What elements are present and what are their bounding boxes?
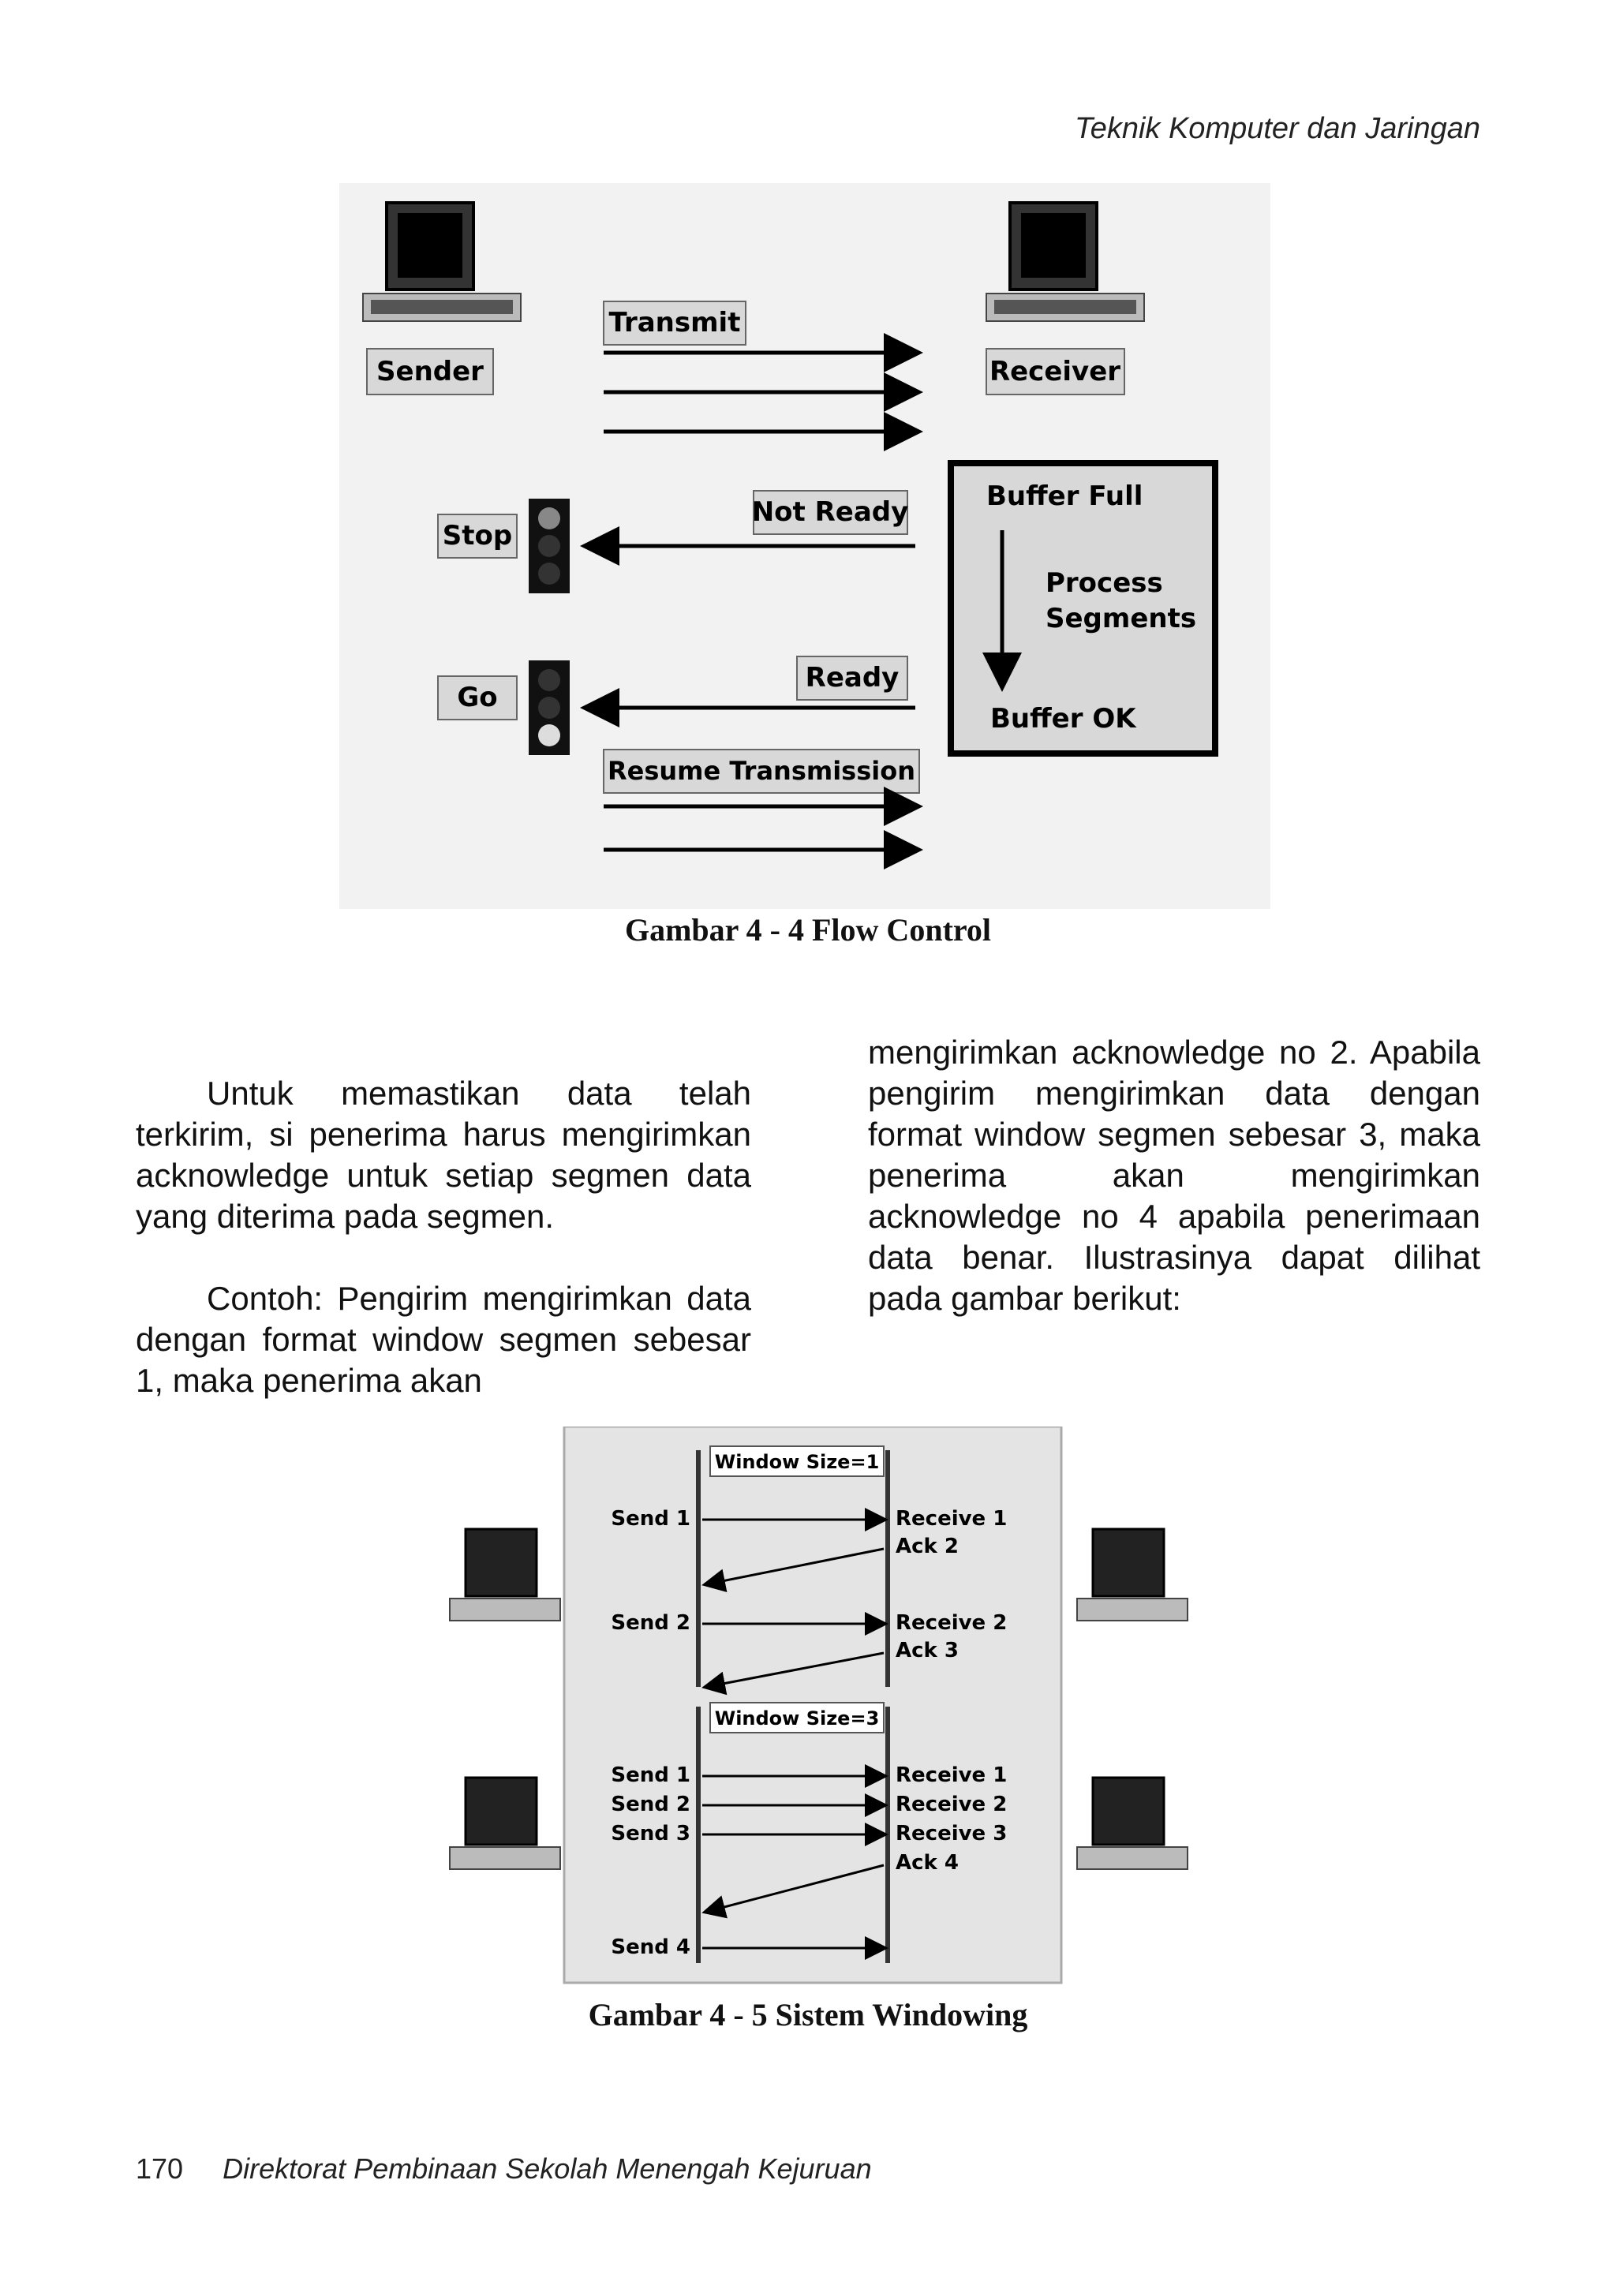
- w3-receive-3: Receive 3: [896, 1822, 1007, 1845]
- flow-control-figure: Sender Receiver Transmit Buffer Full Pro…: [339, 183, 1270, 909]
- w1-send-2: Send 2: [611, 1611, 690, 1635]
- right-column: mengirimkan acknowledge no 2. Apabila pe…: [868, 1032, 1480, 1319]
- not-ready-label: Not Ready: [752, 496, 909, 528]
- running-header: Teknik Komputer dan Jaringan: [1075, 112, 1480, 146]
- paragraph-3: mengirimkan acknowledge no 2. Apabila pe…: [868, 1032, 1480, 1319]
- receiver-computer-icon: [1077, 1529, 1188, 1869]
- w1-receive-1: Receive 1: [896, 1507, 1007, 1531]
- publisher-name: Direktorat Pembinaan Sekolah Menengah Ke…: [223, 2152, 872, 2185]
- w3-receive-2: Receive 2: [896, 1793, 1007, 1816]
- transmit-label: Transmit: [609, 307, 741, 338]
- paragraph-1: Untuk memastikan data telah terkirim, si…: [136, 1073, 751, 1237]
- w1-send-1: Send 1: [611, 1507, 690, 1531]
- figure2-caption: Gambar 4 - 5 Sistem Windowing: [0, 1996, 1616, 2033]
- stop-label: Stop: [443, 520, 512, 552]
- window1-title: Window Size=1: [715, 1451, 880, 1473]
- paragraph-2: Contoh: Pengirim mengirimkan data dengan…: [136, 1278, 751, 1401]
- receiver-label: Receiver: [989, 356, 1120, 387]
- figure1-caption: Gambar 4 - 4 Flow Control: [0, 911, 1616, 948]
- w3-receive-1: Receive 1: [896, 1763, 1007, 1787]
- w1-receive-2: Receive 2: [896, 1611, 1007, 1635]
- w1-ack-2: Ack 2: [896, 1535, 959, 1558]
- process-label-1: Process: [1046, 567, 1163, 599]
- receiver-computer-icon: [986, 203, 1144, 321]
- buffer-full-label: Buffer Full: [986, 481, 1143, 512]
- window3-title: Window Size=3: [715, 1707, 880, 1729]
- w3-send-4: Send 4: [611, 1935, 690, 1959]
- w3-send-1: Send 1: [611, 1763, 690, 1787]
- process-label-2: Segments: [1046, 603, 1196, 634]
- windowing-figure: Window Size=1 Send 1 Receive 1 Ack 2 Sen…: [418, 1427, 1207, 1995]
- sender-computer-icon: [363, 203, 521, 321]
- resume-label: Resume Transmission: [608, 756, 915, 786]
- buffer-ok-label: Buffer OK: [990, 703, 1137, 735]
- page-number: 170: [136, 2152, 183, 2185]
- traffic-light-stop-icon: [529, 499, 570, 593]
- sender-computer-icon: [450, 1529, 560, 1869]
- left-column: Untuk memastikan data telah terkirim, si…: [136, 1073, 751, 1401]
- ready-label: Ready: [806, 662, 900, 694]
- sender-label: Sender: [376, 356, 484, 387]
- w3-send-3: Send 3: [611, 1822, 690, 1845]
- w3-send-2: Send 2: [611, 1793, 690, 1816]
- traffic-light-go-icon: [529, 660, 570, 755]
- go-label: Go: [457, 682, 497, 713]
- w1-ack-3: Ack 3: [896, 1639, 959, 1662]
- w3-ack-4: Ack 4: [896, 1851, 959, 1875]
- page-footer: 170 Direktorat Pembinaan Sekolah Menenga…: [136, 2152, 872, 2186]
